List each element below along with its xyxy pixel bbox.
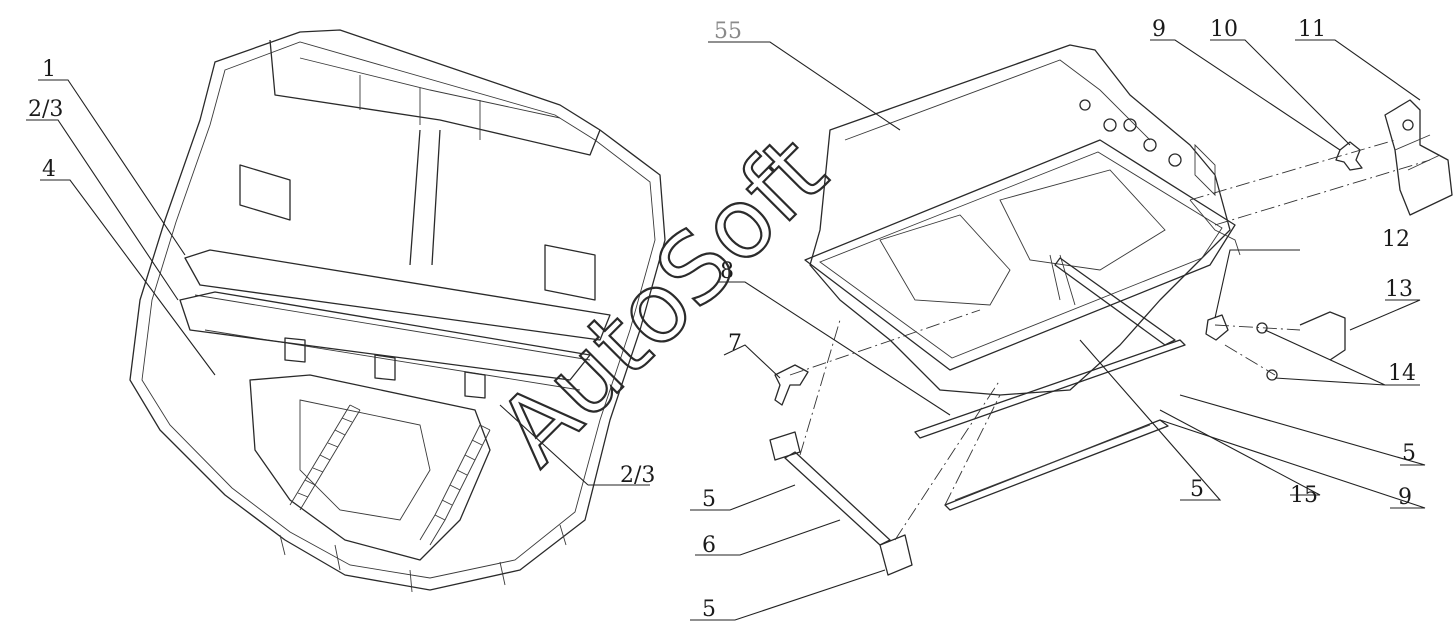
left-housing-drawing: [129, 29, 666, 593]
part-9-clip: [1335, 141, 1363, 171]
label-right-9-top: 9: [1152, 17, 1166, 42]
label-right-11: 11: [1298, 17, 1326, 42]
part-6-rod-with-caps: [769, 431, 913, 576]
label-right-5-center: 5: [1190, 477, 1204, 502]
part-7-lever: [774, 364, 809, 406]
right-housing-drawing: [804, 44, 1241, 396]
label-right-5-left-top: 5: [702, 487, 716, 512]
label-right-8: 8: [720, 259, 734, 284]
part-12-knob: [1205, 314, 1229, 341]
label-right-7: 7: [728, 331, 742, 356]
label-left-4: 4: [42, 157, 56, 182]
part-8-shaft: [914, 257, 1186, 439]
label-right-15: 15: [1290, 483, 1318, 508]
label-right-13: 13: [1385, 277, 1413, 302]
label-right-12: 12: [1382, 227, 1410, 252]
label-right-6: 6: [702, 533, 716, 558]
part-15-blade: [944, 419, 1169, 511]
left-leader-lines: [26, 79, 650, 486]
label-right-14: 14: [1388, 361, 1416, 386]
part-13-wire: [1299, 311, 1346, 361]
part-14-nuts: [1256, 322, 1278, 381]
assembly-axis-lines: [789, 139, 1431, 541]
right-leader-lines: [690, 39, 1426, 621]
label-right-10: 10: [1210, 17, 1238, 42]
label-right-9-bottom: 9: [1398, 485, 1412, 510]
label-left-2-3-top: 2/3: [28, 97, 63, 122]
label-left-2-3-bottom: 2/3: [620, 463, 655, 488]
label-left-1: 1: [42, 57, 56, 82]
part-11-actuator: [1384, 99, 1453, 216]
label-right-5-mid-right: 5: [1402, 441, 1416, 466]
label-right-5-left-bottom: 5: [702, 597, 716, 622]
label-right-55: 55: [714, 19, 742, 44]
watermark-text: AutoSoft: [477, 116, 848, 487]
